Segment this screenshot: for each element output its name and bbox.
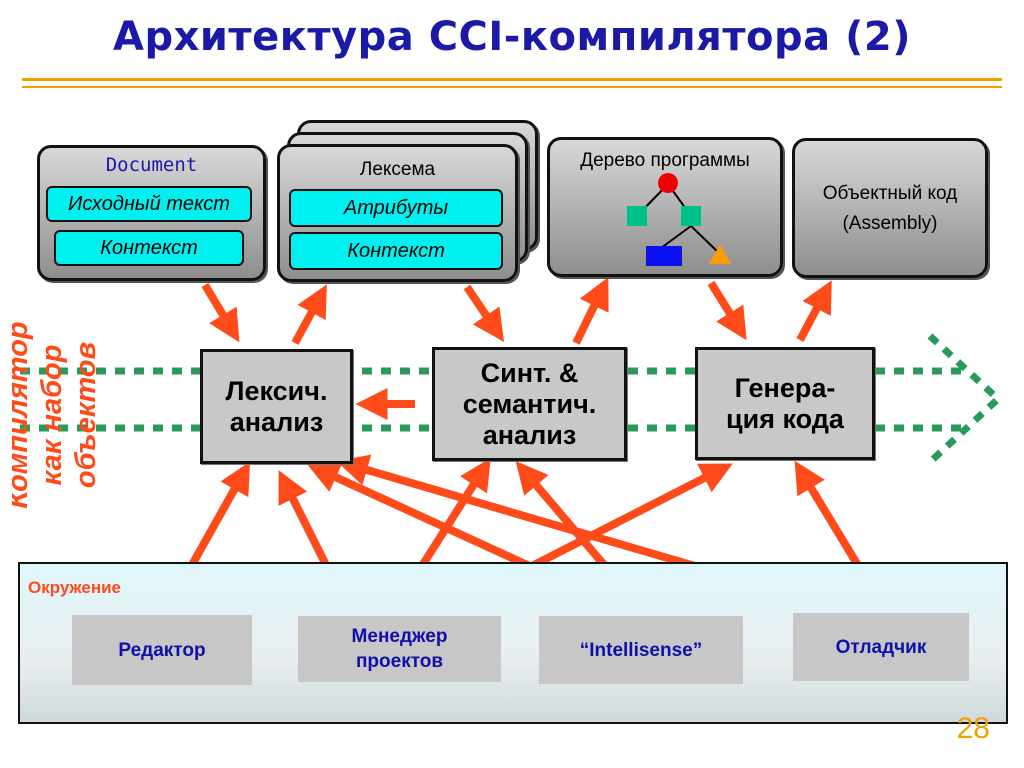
object-code-box: Объектный код (Assembly) [792,138,988,278]
phase-codegen-line2: ция кода [726,403,844,434]
tool-project-manager: Менеджер проектов [298,616,501,682]
phase-codegen-line1: Генера- [734,372,836,403]
document-box: Document Исходный текст Контекст [37,145,266,281]
title-rule-top [22,78,1002,81]
lexeme-context: Контекст [289,232,503,270]
phase-syntax-line2: семантич. [462,388,597,419]
side-label-line1: Компилятор [12,321,34,508]
tool-intellisense: “Intellisense” [539,616,743,684]
side-label: Компилятор как набор объектов [12,321,102,508]
program-tree-heading: Дерево программы [580,150,750,171]
environment-label: Окружение [28,578,122,597]
object-code-line1: Объектный код [822,183,958,204]
arrow-syntax-to-tree [572,277,609,345]
phase-syntax-semantic-analysis: Синт. & семантич. анализ [432,347,627,461]
arrow-codegen-to-objectcode [796,280,832,342]
arrow-lexeme-to-syntax [463,284,505,342]
arrow-document-to-lexical [201,282,240,343]
tool-editor: Редактор [72,615,252,685]
tool-debugger: Отладчик [793,613,969,681]
title-rule-bottom [22,86,1002,88]
lexeme-attributes: Атрибуты [289,189,503,227]
phase-code-generation: Генера- ция кода [695,347,875,460]
slide-title: Архитектура CCI-компилятора (2) [113,14,911,60]
program-tree-box: Дерево программы [547,137,783,277]
document-context: Контекст [54,230,244,266]
object-code-line2: (Assembly) [842,213,938,234]
document-heading: Document [105,154,198,176]
tree-graphic-icon [627,173,731,266]
side-label-line2: как набор [36,345,68,486]
phase-lexical-analysis: Лексич. анализ [200,349,353,464]
arrow-lexical-to-lexeme [291,284,327,345]
page-number: 28 [956,712,990,745]
phase-syntax-line3: анализ [482,419,577,450]
arrow-tree-to-codegen [707,280,747,341]
document-source-text: Исходный текст [46,186,252,222]
phase-lexical-line1: Лексич. [225,375,328,406]
lexeme-box: Лексема Атрибуты Контекст [277,144,518,282]
lexeme-heading: Лексема [359,159,436,180]
phase-lexical-line2: анализ [229,406,324,437]
phase-syntax-line1: Синт. & [480,357,579,388]
side-label-line3: объектов [70,342,102,488]
